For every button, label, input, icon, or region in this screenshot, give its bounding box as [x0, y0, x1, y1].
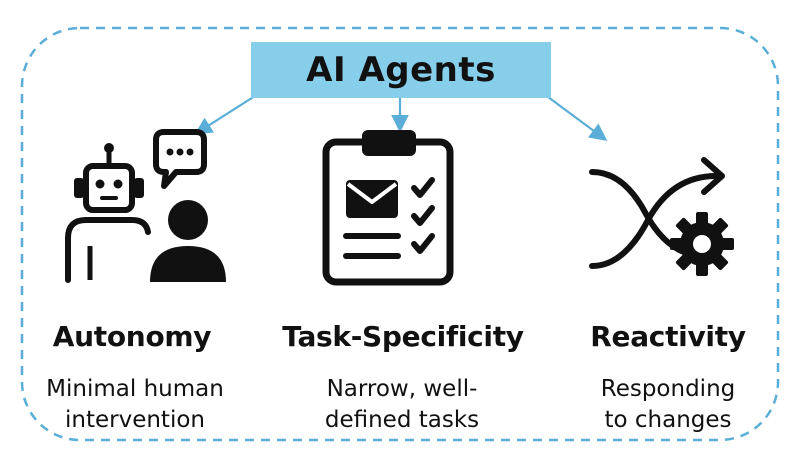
- heading-autonomy: Autonomy: [52, 320, 212, 353]
- desc-reactivity-line2: to changes: [604, 407, 732, 433]
- clipboard-with-envelope-and-checklist-icon: [322, 130, 454, 286]
- desc-autonomy-line2: intervention: [64, 407, 205, 433]
- arrow-to-autonomy: [194, 93, 259, 135]
- heading-reactivity: Reactivity: [590, 320, 746, 353]
- title-box: AI Agents: [251, 42, 551, 98]
- desc-task-specificity: Narrow, well- defined tasks: [325, 374, 479, 436]
- arrow-to-reactivity: [543, 93, 608, 141]
- desc-autonomy: Minimal human intervention: [46, 374, 224, 436]
- robot-with-speech-bubble-and-person-icon: [65, 129, 226, 283]
- desc-autonomy-line1: Minimal human: [46, 376, 224, 402]
- diagram-title: AI Agents: [306, 50, 496, 90]
- dashed-border: [20, 26, 780, 442]
- desc-task-specificity-line1: Narrow, well-: [326, 376, 478, 402]
- shuffle-arrows-with-gear-icon: [589, 157, 734, 276]
- desc-task-specificity-line2: defined tasks: [324, 407, 480, 433]
- desc-reactivity: Responding to changes: [601, 374, 736, 436]
- heading-task-specificity: Task-Specificity: [282, 320, 524, 353]
- desc-reactivity-line1: Responding: [600, 376, 736, 402]
